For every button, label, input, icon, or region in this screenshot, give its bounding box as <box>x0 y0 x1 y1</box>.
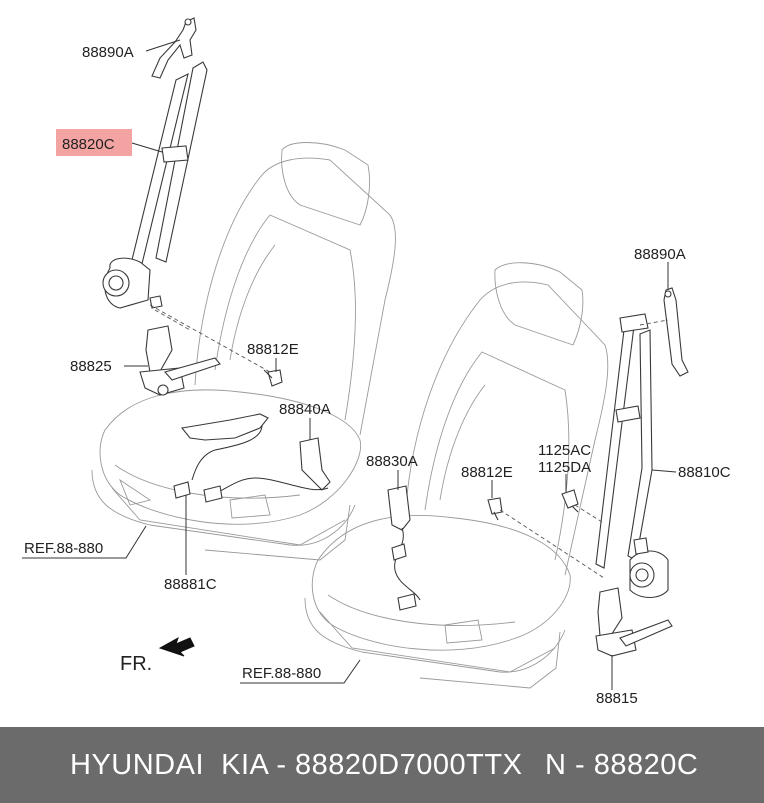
callout-highlight-box <box>56 129 132 156</box>
front-label: FR. <box>120 653 152 675</box>
callout-88812E-left: 88812E <box>247 341 299 358</box>
callout-88812E-right: 88812E <box>461 464 513 481</box>
belt-assembly-88820C <box>102 61 208 309</box>
front-arrow-icon <box>158 636 195 657</box>
callout-88890A-top: 88890A <box>82 44 134 61</box>
callout-88840A: 88840A <box>279 401 331 418</box>
callout-1125AC: 1125AC <box>538 442 591 459</box>
footer-bar: HYUNDAI KIA - 88820D7000TTX N - 88820C <box>0 727 764 803</box>
footer-reference-number: N - 88820C <box>545 749 699 781</box>
left-seat-illustration <box>91 142 396 561</box>
belt-assembly-88810C <box>595 313 669 599</box>
buckle-88830A <box>387 485 421 611</box>
anchor-88890A-right <box>663 287 689 377</box>
seat-belt-parts-diagram: 88890A 88820C 88825 88812E 88840A 88830A… <box>22 17 731 707</box>
callout-88820C: 88820C <box>62 136 115 153</box>
callout-88830A: 88830A <box>366 453 418 470</box>
right-seat-illustration <box>304 262 609 689</box>
callout-88825: 88825 <box>70 358 112 375</box>
buckle-88825 <box>139 325 221 396</box>
callout-88890A-right: 88890A <box>634 246 686 263</box>
bolt-88812E-right <box>487 497 503 521</box>
buckle-88840A <box>173 413 331 503</box>
footer-brand-part-number: HYUNDAI KIA - 88820D7000TTX <box>70 749 523 781</box>
callout-ref-left: REF.88-880 <box>24 540 103 557</box>
installation-guide-lines <box>149 304 669 579</box>
bolt-88812E-left <box>263 369 283 387</box>
leader-lines <box>22 39 677 690</box>
callout-88815: 88815 <box>596 690 638 707</box>
callout-ref-right: REF.88-880 <box>242 665 321 682</box>
callout-88810C: 88810C <box>678 464 731 481</box>
callout-1125DA: 1125DA <box>538 459 591 476</box>
callout-88881C: 88881C <box>164 576 217 593</box>
bolt-1125AC-1125DA <box>561 489 579 513</box>
anchor-88890A-top <box>151 17 197 79</box>
buckle-88815 <box>595 587 673 657</box>
